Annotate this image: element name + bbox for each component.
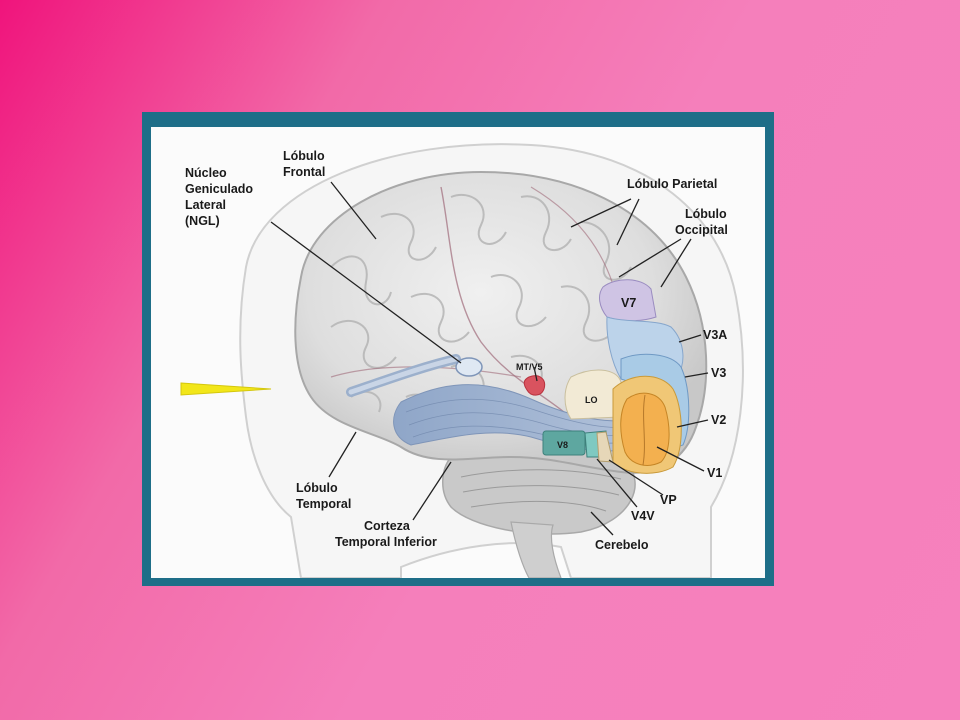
label-v3a: V3A	[703, 328, 727, 342]
optic-pointer	[180, 382, 272, 396]
label-v7: V7	[621, 296, 636, 310]
leader-frontal	[330, 181, 377, 240]
label-v4v: V4V	[631, 509, 655, 523]
label-nucleo-line-4: (NGL)	[185, 214, 220, 228]
leader-cerebelo	[590, 511, 614, 536]
label-lobulo-occipital-line-1: Lóbulo	[685, 207, 727, 221]
label-lobulo-temporal-line-1: Lóbulo	[296, 481, 338, 495]
label-cerebelo: Cerebelo	[595, 538, 649, 552]
label-lobulo-occipital-line-2: Occipital	[675, 223, 728, 237]
label-corteza-line-2: Temporal Inferior	[335, 535, 437, 549]
leader-lines	[270, 181, 709, 536]
label-nucleo-line-3: Lateral	[185, 198, 226, 212]
label-vp: VP	[660, 493, 677, 507]
leader-parietal-1	[570, 198, 632, 228]
leader-corteza	[412, 461, 452, 521]
label-lobulo-frontal-line-2: Frontal	[283, 165, 325, 179]
label-lo: LO	[585, 395, 598, 405]
label-v1: V1	[707, 466, 722, 480]
lgn	[455, 357, 483, 377]
label-lobulo-temporal-line-2: Temporal	[296, 497, 351, 511]
leader-occipital-1	[618, 238, 682, 278]
v1-area	[620, 392, 670, 466]
label-v8: V8	[557, 440, 568, 450]
label-nucleo-line-1: Núcleo	[185, 166, 227, 180]
leader-v4v	[596, 458, 638, 508]
image-frame: MT/V5 LO V8 V7 Núcleo Geniculado Lateral…	[142, 112, 774, 586]
label-lobulo-frontal-line-1: Lóbulo	[283, 149, 325, 163]
leader-vp	[608, 459, 664, 496]
leader-temporal	[328, 431, 357, 478]
label-v3: V3	[711, 366, 726, 380]
label-nucleo-group: Núcleo Geniculado Lateral (NGL)	[185, 166, 253, 228]
label-v2: V2	[711, 413, 726, 427]
leader-v2	[676, 419, 709, 428]
label-corteza-line-1: Corteza	[364, 519, 411, 533]
leader-v3a	[678, 334, 702, 343]
label-corteza-group: Corteza Temporal Inferior	[335, 519, 437, 549]
brain-figure: MT/V5 LO V8 V7 Núcleo Geniculado Lateral…	[151, 127, 765, 578]
leader-v1	[656, 446, 705, 472]
leader-mt-v5	[533, 366, 538, 382]
label-lobulo-frontal-group: Lóbulo Frontal	[283, 149, 325, 179]
brain-stem	[510, 521, 562, 578]
brain-diagram: MT/V5 LO V8 V7 Núcleo Geniculado Lateral…	[180, 143, 744, 578]
mt-v5-area	[523, 375, 546, 396]
label-lobulo-temporal-group: Lóbulo Temporal	[296, 481, 351, 511]
v8-area	[542, 430, 586, 456]
label-mt-v5: MT/V5	[516, 362, 543, 372]
leader-nucleo	[270, 221, 462, 364]
label-nucleo-line-2: Geniculado	[185, 182, 253, 196]
leader-parietal-2	[616, 198, 640, 246]
leader-v3	[684, 372, 709, 378]
label-lobulo-parietal: Lóbulo Parietal	[627, 177, 717, 191]
leader-occipital-2	[660, 238, 692, 288]
label-lobulo-occipital-group: Lóbulo Occipital	[675, 207, 728, 237]
